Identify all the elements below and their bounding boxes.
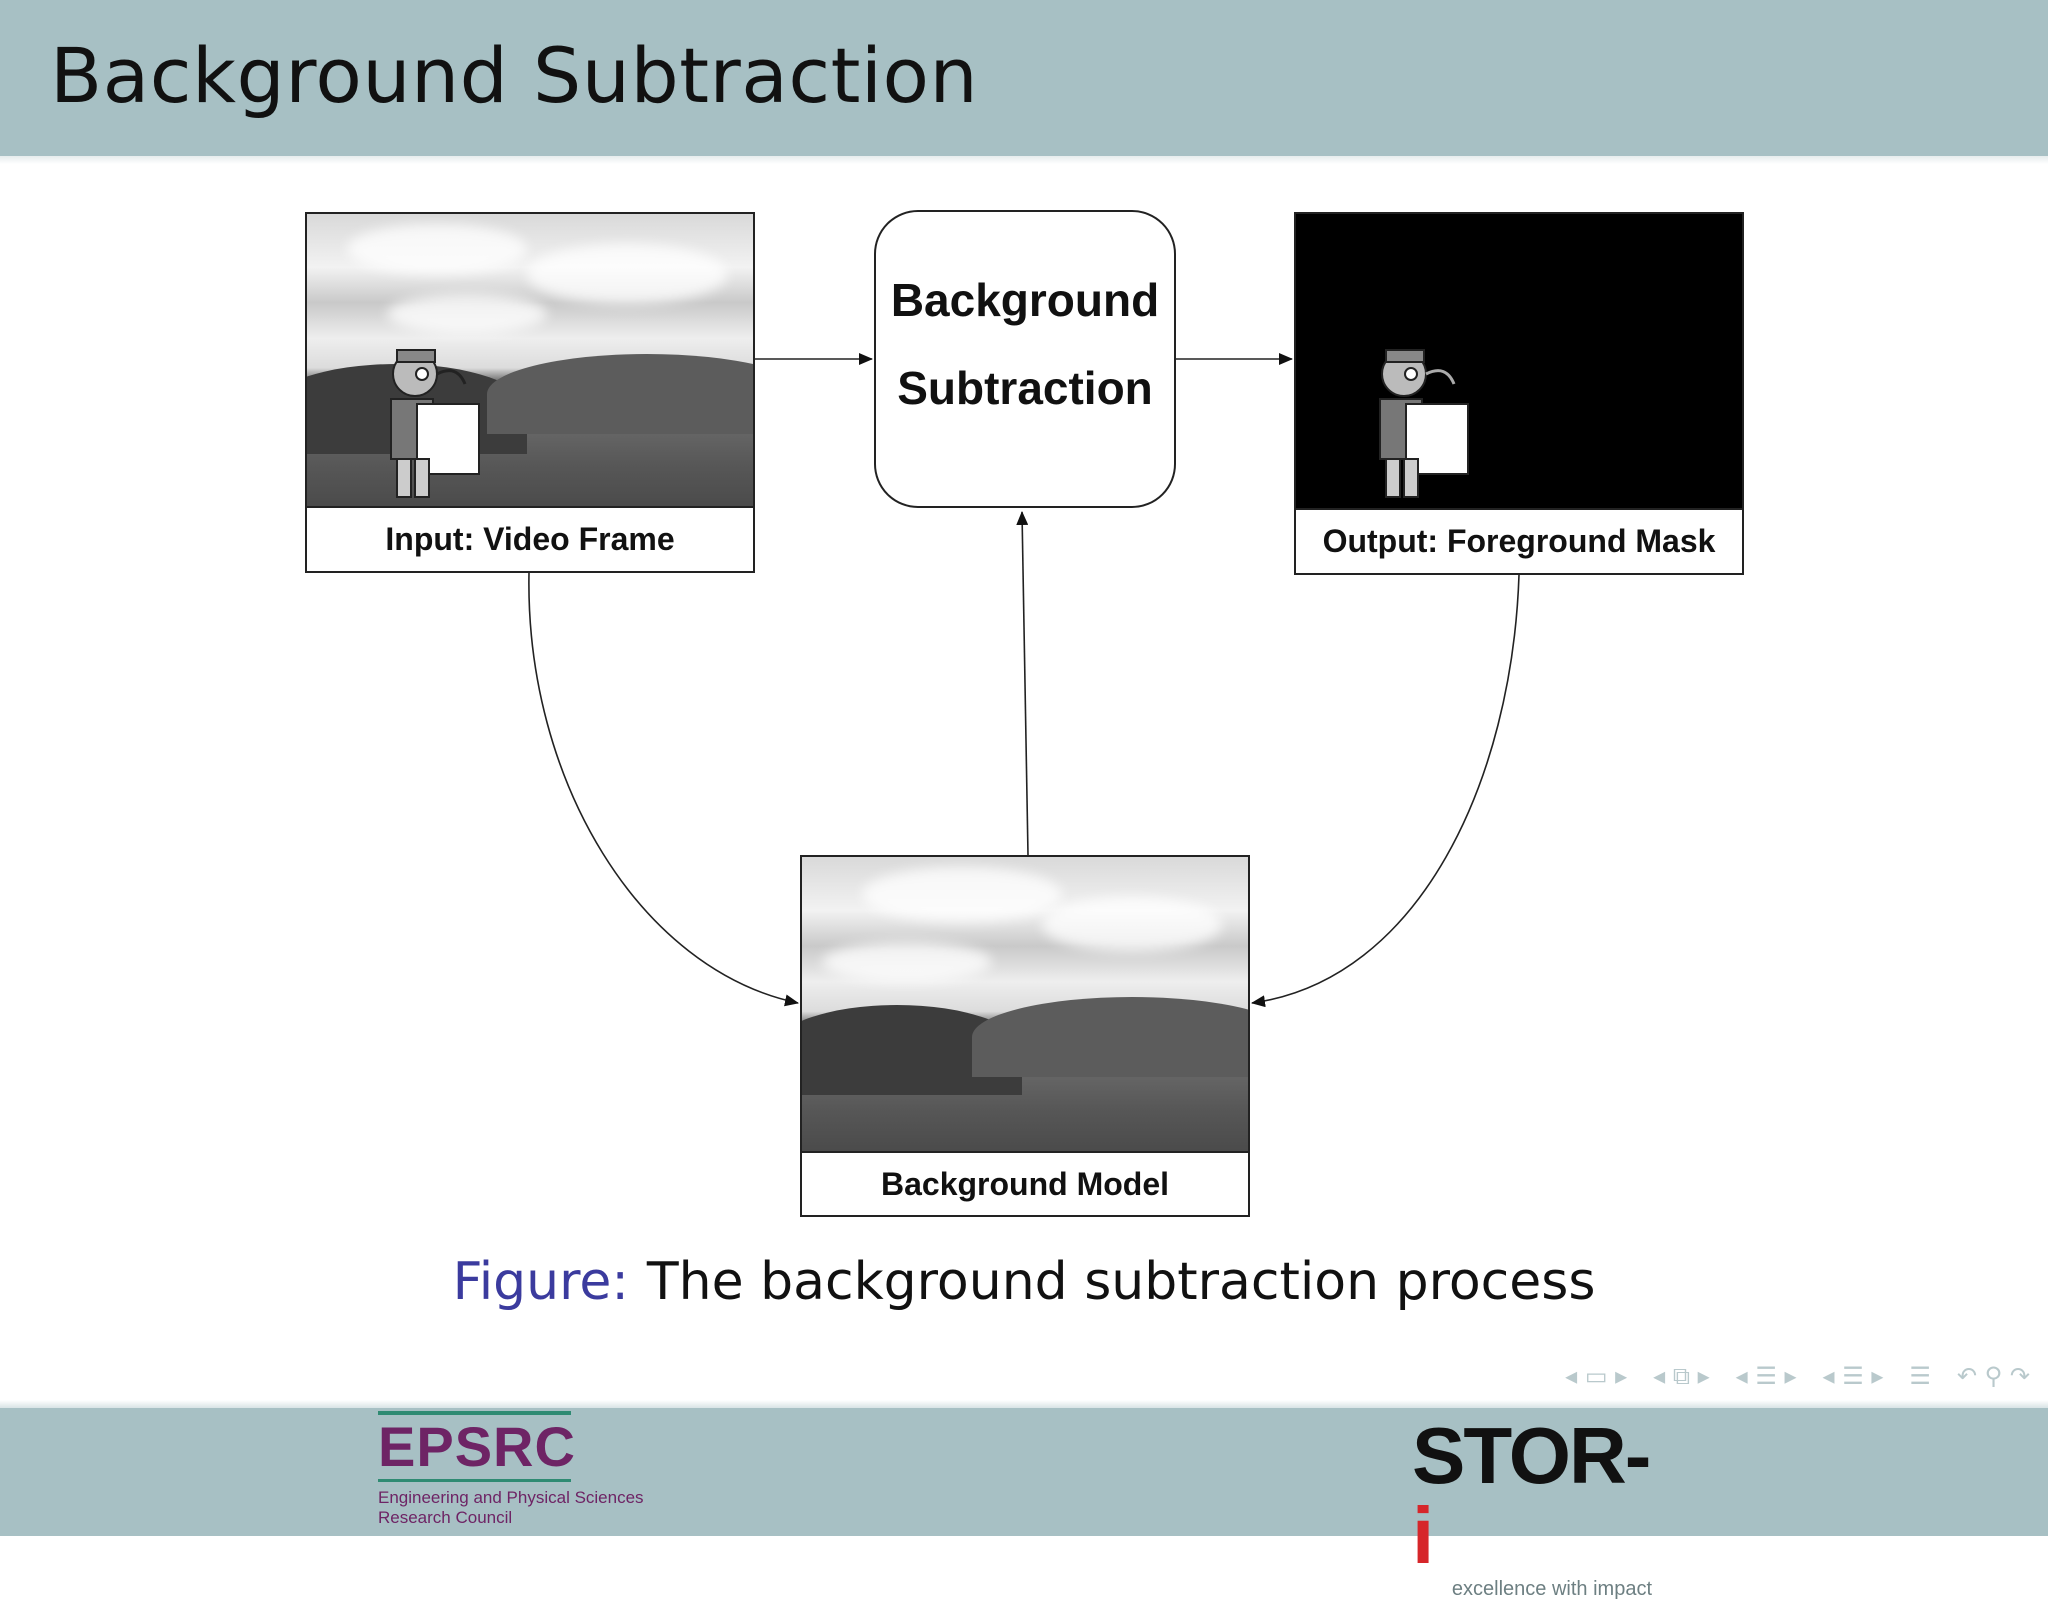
- epsrc-name: EPSRC: [378, 1415, 576, 1478]
- nav-align-icon[interactable]: ☰: [1909, 1362, 1931, 1390]
- input-caption: Input: Video Frame: [307, 506, 753, 571]
- background-model-box: Background Model: [800, 855, 1250, 1217]
- input-frame-box: Input: Video Frame: [305, 212, 755, 573]
- stori-tagline: excellence with impact: [1451, 1578, 1652, 1600]
- footer-divider: [0, 1400, 2048, 1408]
- nav-search-icon[interactable]: ↶ ⚲ ↷: [1956, 1362, 2030, 1390]
- nav-section-icon[interactable]: ◂ ☰ ▸: [1735, 1362, 1797, 1390]
- slide-header: Background Subtraction: [0, 0, 2048, 156]
- epsrc-logo: EPSRC Engineering and Physical Sciences …: [378, 1411, 644, 1528]
- input-video-frame-image: [307, 214, 753, 510]
- arrow-input-to-model: [528, 572, 799, 1007]
- slide-footer: [0, 1408, 2048, 1536]
- epsrc-subtitle-1: Engineering and Physical Sciences: [378, 1488, 644, 1507]
- background-model-image: [802, 857, 1248, 1154]
- beamer-navigation: ◂ ▭ ▸ ◂ ⧉ ▸ ◂ ☰ ▸ ◂ ☰ ▸ ☰ ↶ ⚲ ↷: [1565, 1358, 2030, 1394]
- nav-toc-icon[interactable]: ◂ ☰ ▸: [1822, 1362, 1884, 1390]
- stori-name: STOR-: [1412, 1411, 1651, 1500]
- output-caption: Output: Foreground Mask: [1296, 508, 1742, 573]
- arrow-output-to-model: [1251, 574, 1520, 1008]
- nav-frame-icon[interactable]: ◂ ▭ ▸: [1565, 1362, 1628, 1390]
- process-label-line2: Subtraction: [897, 362, 1153, 414]
- arrow-model-to-process: [1016, 511, 1029, 856]
- nav-subsection-icon[interactable]: ◂ ⧉ ▸: [1653, 1362, 1710, 1390]
- epsrc-subtitle-2: Research Council: [378, 1508, 513, 1527]
- header-divider: [0, 156, 2048, 164]
- stori-logo: STOR-i excellence with impact: [1412, 1416, 1652, 1601]
- output-frame-box: Output: Foreground Mask: [1294, 212, 1744, 575]
- process-label-line1: Background: [890, 274, 1160, 326]
- figure-label: Figure:: [452, 1252, 629, 1312]
- model-caption: Background Model: [802, 1151, 1248, 1215]
- figure-caption: Figure: The background subtraction proces…: [0, 1252, 2048, 1312]
- background-subtraction-process-box: Background Subtraction: [874, 210, 1176, 508]
- cartoon-explorer-icon: [390, 349, 480, 498]
- slide-title: Background Subtraction: [50, 31, 979, 120]
- figure-text: The background subtraction process: [646, 1252, 1596, 1312]
- foreground-figure-icon: [1379, 349, 1469, 498]
- foreground-mask-image: [1296, 214, 1742, 512]
